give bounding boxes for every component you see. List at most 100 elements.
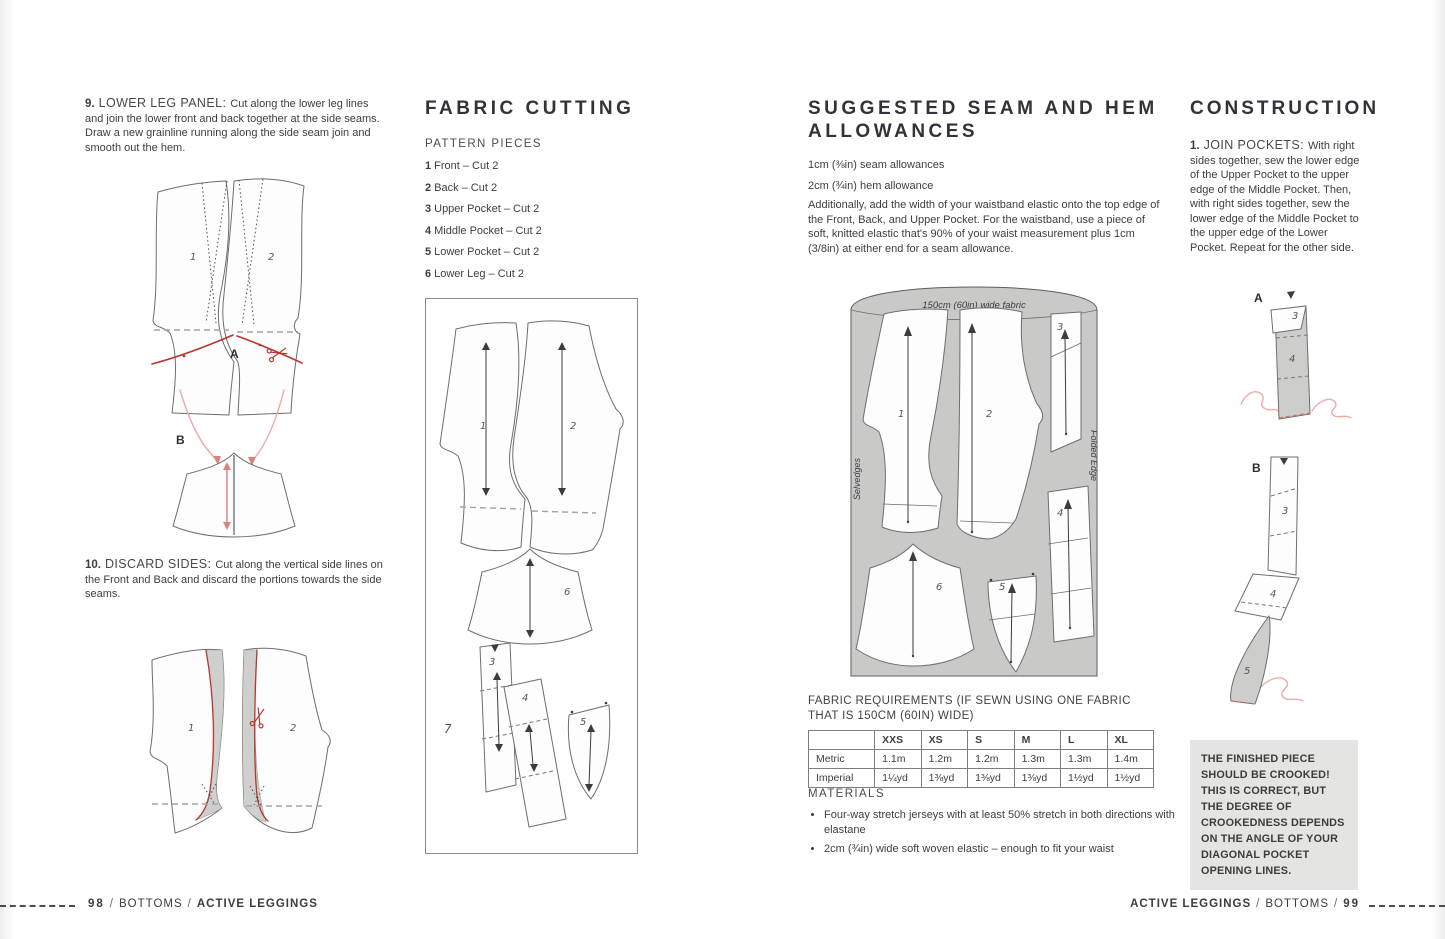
cut-line-right: [254, 649, 269, 822]
list-item: Four-way stretch jerseys with at least 5…: [824, 808, 1176, 837]
step10-number: 10.: [85, 559, 101, 571]
table-row: Metric 1.1m 1.2m 1.2m 1.3m 1.3m 1.4m: [807, 749, 1155, 769]
page-number: 98: [88, 898, 105, 910]
fabric-requirements-table: XXS XS S M L XL Metric 1.1m 1.2m 1.2m 1.…: [807, 730, 1155, 788]
svg-text:4: 4: [1270, 589, 1276, 600]
step9-number: 9.: [85, 98, 95, 110]
svg-text:2: 2: [986, 409, 992, 420]
materials-list: Four-way stretch jerseys with at least 5…: [808, 808, 1176, 862]
page-edge-shade-right: [1431, 0, 1445, 939]
construction-diagram-a: A 4 3: [1240, 291, 1352, 420]
svg-text:2: 2: [570, 421, 576, 432]
cut-line-left: [195, 649, 215, 821]
label-b: B: [1252, 461, 1261, 475]
pattern-pieces-subheading: PATTERN PIECES: [425, 138, 542, 150]
fabric-requirements-heading: FABRIC REQUIREMENTS (IF SEWN USING ONE F…: [808, 695, 1131, 722]
layout-piece-2: [956, 307, 1044, 540]
construction-step1-text: 1.JOIN POCKETS:With right sides together…: [1190, 138, 1366, 255]
table-header-row: XXS XS S M L XL: [807, 730, 1155, 750]
footer-right: ACTIVE LEGGINGS/BOTTOMS/99: [1130, 898, 1360, 910]
piece-2-back: [512, 320, 624, 555]
hem-stitch-line: [1278, 412, 1311, 419]
svg-text:3: 3: [1292, 311, 1298, 322]
construction-heading: CONSTRUCTION: [1190, 98, 1380, 119]
materials-heading: MATERIALS: [808, 788, 885, 800]
pattern-piece-1-front: [152, 180, 235, 416]
label-a: A: [1254, 291, 1263, 305]
folded-edge-label: Folded Edge: [1089, 430, 1099, 481]
crooked-note-box: THE FINISHED PIECE SHOULD BE CROOKED! TH…: [1190, 740, 1358, 890]
fabric-squiggle-right: [1311, 398, 1352, 419]
piece-4-middle-pocket: [503, 678, 567, 828]
layout-piece-1: [862, 308, 949, 533]
hem-dashed-lines: [154, 329, 298, 333]
section-name: BOTTOMS: [119, 898, 183, 910]
step1-body: With right sides together, sew the lower…: [1190, 140, 1360, 254]
footer-left: 98/BOTTOMS/ACTIVE LEGGINGS: [88, 898, 318, 910]
section-name: BOTTOMS: [1265, 898, 1329, 910]
piece-1-front: [439, 322, 526, 552]
fabric-width-label: 150cm (60in) wide fabric: [922, 300, 1026, 311]
svg-text:6: 6: [936, 582, 942, 593]
piece-number-1: 1: [188, 723, 194, 734]
step1-number: 1.: [1190, 140, 1200, 152]
step10-body: Cut along the vertical side lines on the…: [85, 559, 383, 600]
layout-piece-4: [1047, 485, 1095, 643]
svg-text:5: 5: [1244, 666, 1250, 677]
step10-text: 10. DISCARD SIDES:Cut along the vertical …: [85, 557, 387, 602]
piece-3-strip: [1267, 456, 1299, 576]
piece-5-pocket: [1230, 615, 1271, 705]
pattern-pieces-diagram-frame: 1 2 6 3 4 5 7: [425, 298, 638, 854]
step9-title: LOWER LEG PANEL:: [98, 96, 227, 110]
pattern-piece-2-back: [222, 178, 305, 416]
svg-text:4: 4: [522, 693, 528, 704]
fold-guide-lines: [201, 178, 264, 326]
label-a: A: [230, 347, 239, 361]
allowances-paragraph: Additionally, add the width of your wais…: [808, 199, 1160, 255]
layout-piece-6: [855, 543, 975, 667]
fabric-squiggle-left: [1240, 391, 1281, 413]
fabric-squiggle: [1257, 677, 1304, 702]
svg-text:6: 6: [564, 587, 570, 598]
piece-4-strip: [1234, 573, 1300, 621]
svg-text:5: 5: [999, 582, 1005, 593]
piece-3-flap: [1270, 305, 1307, 334]
list-item: 2cm (¾in) wide soft woven elastic – enou…: [824, 842, 1176, 857]
step9-diagram: A B 1 2: [151, 178, 305, 538]
svg-text:1: 1: [480, 421, 486, 432]
seam-allowance-line: 1cm (⅜in) seam allowances: [808, 159, 945, 171]
footer-dashes-right: [1369, 905, 1445, 907]
step1-title: JOIN POCKETS:: [1203, 138, 1304, 152]
footer-dashes-left: [0, 905, 75, 907]
label-b: B: [176, 433, 185, 447]
svg-text:1: 1: [898, 409, 904, 420]
scissors-icon: [266, 347, 288, 363]
hem-allowance-line: 2cm (¾in) hem allowance: [808, 180, 934, 192]
scissors-icon: [249, 707, 265, 729]
step10-diagram: 1 2: [149, 647, 331, 834]
chapter-title: ACTIVE LEGGINGS: [1130, 898, 1252, 910]
cutting-layout-diagram: 150cm (60in) wide fabric Selvedges Folde…: [850, 286, 1099, 677]
piece-number-2: 2: [290, 723, 296, 734]
piece-number-1: 1: [190, 252, 196, 263]
layout-piece-5: [987, 575, 1037, 673]
layout-piece-3: [1050, 311, 1082, 453]
svg-text:4: 4: [1057, 508, 1063, 519]
step10-title: DISCARD SIDES:: [105, 557, 212, 571]
svg-text:5: 5: [580, 717, 586, 728]
fabric-cutting-heading: FABRIC CUTTING: [425, 98, 635, 119]
svg-text:3: 3: [489, 657, 495, 668]
hem-dashed-lines: [152, 803, 324, 807]
step9-body: Cut along the lower leg lines and join t…: [85, 98, 380, 154]
figure-number-7: 7: [444, 722, 452, 736]
table-row: Imperial 1¼yd 1⅜yd 1⅜yd 1⅜yd 1½yd 1½yd: [807, 768, 1155, 788]
piece-number-2: 2: [268, 252, 274, 263]
